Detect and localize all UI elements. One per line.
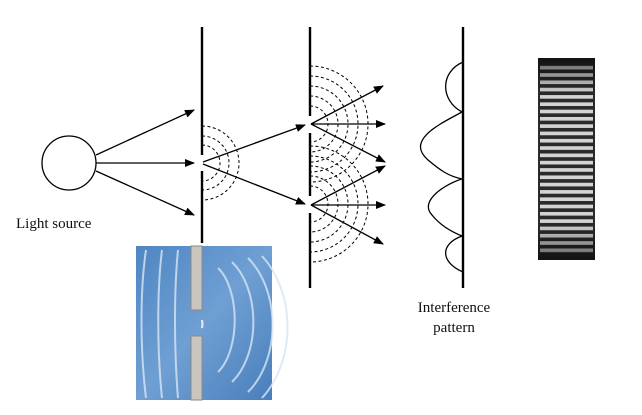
interference-pattern-label: Interference pattern <box>400 298 508 338</box>
ripple-tank-photo <box>136 245 289 401</box>
lower-slit-wavefronts <box>309 145 369 263</box>
source-rays <box>95 109 195 216</box>
intensity-curve <box>419 61 464 273</box>
light-source-label: Light source <box>16 216 92 232</box>
slit-rays <box>202 124 306 205</box>
lower-slit-rays <box>310 165 386 245</box>
upper-slit-rays <box>310 85 386 163</box>
single-slit-wavefronts <box>201 125 240 201</box>
interference-label-line1: Interference <box>417 300 491 316</box>
fringe-photo <box>538 58 595 260</box>
light-source-circle <box>41 135 97 191</box>
interference-label-line2: pattern <box>433 320 475 336</box>
